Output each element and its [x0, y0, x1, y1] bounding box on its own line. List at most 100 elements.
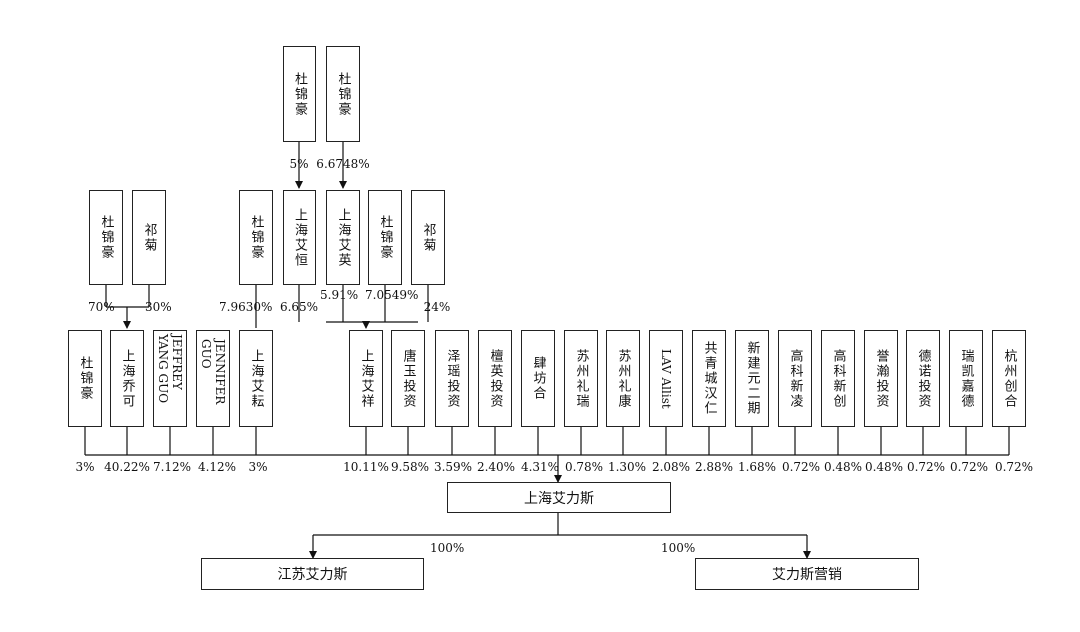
node-s-gaoling: 高科新凌: [778, 330, 812, 427]
node-label: 瑞凯嘉德: [958, 348, 974, 409]
node-du-b: 杜锦豪: [239, 190, 273, 285]
node-top-du-2: 杜锦豪: [326, 46, 360, 142]
pct-s-gongqing: 2.88%: [694, 460, 734, 474]
node-label: 高科新凌: [787, 348, 803, 409]
pct-s-aisong: 3%: [248, 460, 268, 474]
node-label: 杜锦豪: [77, 356, 93, 401]
node-s-aixiang: 上海艾祥: [349, 330, 383, 427]
pct-s-sifang: 4.31%: [520, 460, 560, 474]
node-s-yuhan: 誉瀚投资: [864, 330, 898, 427]
node-label: 杭州创合: [1001, 348, 1017, 409]
node-aiying: 上海艾英: [326, 190, 360, 285]
pct-s-tanying: 2.40%: [476, 460, 516, 474]
node-aiheng: 上海艾恒: [283, 190, 316, 285]
node-label: 肆坊合: [530, 356, 546, 401]
node-label: 苏州礼瑞: [573, 348, 589, 409]
node-label: 上海艾祥: [358, 348, 374, 409]
pct-s-gaochuang: 0.48%: [823, 460, 863, 474]
node-label: JEFFREY YANG GUO: [156, 333, 184, 403]
pct-du-b: 7.9630%: [219, 300, 273, 314]
node-company: 上海艾力斯: [447, 482, 671, 513]
node-s-ruikai: 瑞凯嘉德: [949, 330, 983, 427]
node-s-gaochuang: 高科新创: [821, 330, 855, 427]
node-s-du: 杜锦豪: [68, 330, 102, 427]
node-label: 誉瀚投资: [873, 348, 889, 409]
node-s-denuo: 德诺投资: [906, 330, 940, 427]
node-label: 杜锦豪: [292, 71, 307, 117]
node-s-gongqing: 共青城汉仁: [692, 330, 726, 427]
node-s-hangzhou: 杭州创合: [992, 330, 1026, 427]
node-label: JENNIFER GUO: [199, 338, 227, 404]
node-label: 祁菊: [141, 222, 157, 253]
pct-s-lirui: 0.78%: [564, 460, 604, 474]
pct-top1: 5%: [289, 157, 309, 171]
node-s-jeffrey: JEFFREY YANG GUO: [153, 330, 187, 427]
node-label: 新建元二期: [744, 341, 760, 416]
node-label: 杜锦豪: [98, 215, 114, 260]
pct-s-jennifer: 4.12%: [197, 460, 237, 474]
pct-s-ruikai: 0.72%: [949, 460, 989, 474]
pct-s-qiaoke: 40.22%: [104, 460, 150, 474]
node-s-jennifer: JENNIFER GUO: [196, 330, 230, 427]
node-s-lav: LAV Allist: [649, 330, 683, 427]
pct-du-c: 7.0549%: [365, 288, 419, 302]
node-label: 杜锦豪: [335, 71, 351, 117]
node-label: 江苏艾力斯: [277, 567, 348, 583]
node-label: 上海艾英: [335, 207, 351, 268]
pct-s-gaoling: 0.72%: [781, 460, 821, 474]
node-s-tanying: 檀英投资: [478, 330, 512, 427]
node-label: 杜锦豪: [377, 215, 393, 260]
pct-s-xinjian: 1.68%: [737, 460, 777, 474]
node-s-aisong: 上海艾耘: [239, 330, 273, 427]
node-label: 杜锦豪: [248, 215, 264, 260]
pct-s-du: 3%: [75, 460, 95, 474]
pct-aiying: 5.91%: [320, 288, 359, 302]
node-label: 祁菊: [420, 222, 436, 253]
pct-s-likang: 1.30%: [607, 460, 647, 474]
node-label: 高科新创: [830, 348, 846, 409]
node-label: 苏州礼康: [615, 348, 631, 409]
pct-s-tangyu: 9.58%: [390, 460, 430, 474]
pct-aiheng: 6.65%: [279, 300, 319, 314]
pct-s-yuhan: 0.48%: [864, 460, 904, 474]
node-s-lirui: 苏州礼瑞: [564, 330, 598, 427]
pct-s-hangzhou: 0.72%: [994, 460, 1034, 474]
node-du-c: 杜锦豪: [368, 190, 402, 285]
node-label: LAV Allist: [659, 348, 673, 409]
pct-s-aixiang: 10.11%: [343, 460, 389, 474]
pct-top2: 6.6748%: [316, 157, 370, 171]
node-label: 泽瑶投资: [444, 348, 460, 409]
node-s-sifang: 肆坊合: [521, 330, 555, 427]
node-label: 艾力斯营销: [772, 567, 842, 583]
pct-du-a: 70%: [88, 300, 115, 314]
node-s-tangyu: 唐玉投资: [391, 330, 425, 427]
node-sub-jiangsu: 江苏艾力斯: [201, 558, 424, 590]
pct-s-jeffrey: 7.12%: [152, 460, 192, 474]
pct-sub-mk: 100%: [661, 541, 696, 555]
node-sub-yingxiao: 艾力斯营销: [695, 558, 919, 590]
pct-qi-a: 30%: [145, 300, 172, 314]
node-label: 上海艾耘: [248, 348, 264, 409]
node-s-likang: 苏州礼康: [606, 330, 640, 427]
pct-s-lav: 2.08%: [651, 460, 691, 474]
pct-qi-b: 24%: [423, 300, 451, 314]
node-qi-a: 祁菊: [132, 190, 166, 285]
node-label: 上海乔可: [119, 348, 135, 409]
node-du-a: 杜锦豪: [89, 190, 123, 285]
node-label: 德诺投资: [915, 348, 931, 409]
node-label: 上海艾力斯: [524, 490, 594, 507]
node-label: 唐玉投资: [400, 348, 416, 409]
pct-s-zeyao: 3.59%: [433, 460, 473, 474]
node-top-du-1: 杜锦豪: [283, 46, 316, 142]
node-s-qiaoke: 上海乔可: [110, 330, 144, 427]
node-label: 檀英投资: [487, 348, 503, 409]
node-qi-b: 祁菊: [411, 190, 445, 285]
pct-sub-js: 100%: [430, 541, 465, 555]
node-s-zeyao: 泽瑶投资: [435, 330, 469, 427]
node-s-xinjian: 新建元二期: [735, 330, 769, 427]
node-label: 共青城汉仁: [701, 341, 717, 416]
node-label: 上海艾恒: [292, 207, 307, 268]
pct-s-denuo: 0.72%: [906, 460, 946, 474]
